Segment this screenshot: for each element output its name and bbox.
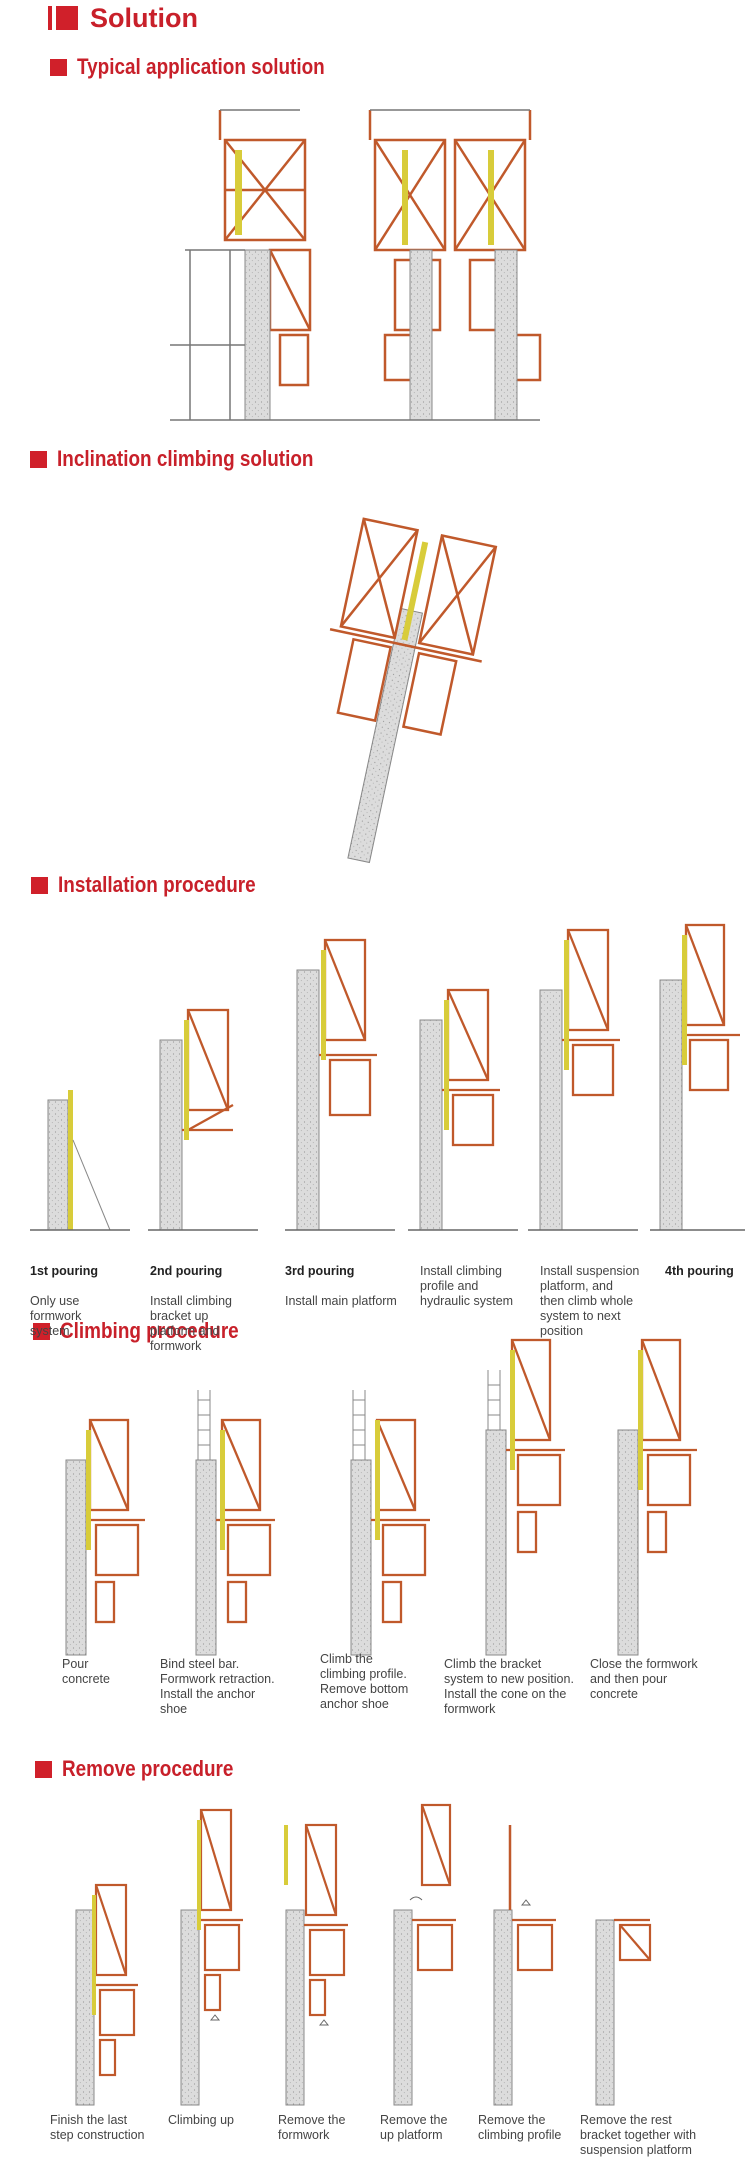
- installation-step-2-caption: 2nd pouring Install climbing bracket up …: [150, 1249, 270, 1354]
- section-title: Remove procedure: [62, 1756, 234, 1781]
- installation-step-5-caption: Install suspension platform, and then cl…: [540, 1249, 655, 1339]
- remove-step-6-figure: [595, 1918, 652, 2106]
- installation-step-4-figure: [408, 988, 518, 1231]
- step-desc: Install suspension platform, and then cl…: [540, 1264, 640, 1338]
- step-desc: Install climbing bracket up platform and…: [150, 1294, 232, 1353]
- installation-step-4-caption: Install climbing profile and hydraulic s…: [420, 1249, 530, 1309]
- installation-step-6-figure: [650, 923, 745, 1231]
- section-inclination: Inclination climbing solution: [30, 446, 355, 472]
- installation-step-2-figure: [148, 1008, 258, 1231]
- section-square-icon: [33, 1322, 50, 1340]
- section-title: Installation procedure: [58, 872, 256, 897]
- climbing-step-4-figure: [485, 1338, 565, 1656]
- installation-step-3-caption: 3rd pouring Install main platform: [285, 1249, 415, 1309]
- remove-step-2-caption: Climbing up: [168, 2113, 235, 2127]
- installation-step-1-caption: 1st pouring Only use formwork system: [30, 1249, 140, 1339]
- remove-step-2-figure: [180, 1808, 243, 2106]
- step-title: 1st pouring: [30, 1264, 99, 1278]
- installation-step-3-figure: [285, 938, 395, 1231]
- typical-application-figure: [170, 109, 542, 421]
- remove-step-1-caption: Finish the last step construction: [50, 2113, 145, 2142]
- step-title: 4th pouring: [665, 1264, 734, 1278]
- section-title: Climbing procedure: [60, 1318, 239, 1343]
- installation-step-6-caption: 4th pouring: [665, 1249, 745, 1279]
- section-square-icon: [30, 450, 47, 468]
- page-header: Solution: [48, 3, 198, 33]
- climbing-step-5-figure: [617, 1338, 697, 1656]
- inclination-climbing-figure: [329, 517, 498, 864]
- remove-step-3-figure: [284, 1823, 348, 2106]
- climbing-step-3-caption: Climb the climbing profile. Remove botto…: [320, 1652, 409, 1711]
- climbing-step-2-figure: [195, 1390, 275, 1656]
- page-title: Solution: [90, 2, 198, 33]
- section-square-icon: [31, 876, 48, 894]
- remove-step-3-caption: Remove the formwork: [278, 2113, 346, 2142]
- section-climbing: Climbing procedure: [33, 1318, 268, 1344]
- remove-step-1-figure: [75, 1883, 138, 2106]
- remove-step-4-figure: [393, 1803, 456, 2106]
- climbing-step-2-caption: Bind steel bar. Formwork retraction. Ins…: [160, 1657, 275, 1716]
- remove-step-4-caption: Remove the up platform: [380, 2113, 448, 2142]
- section-title: Typical application solution: [77, 54, 325, 79]
- climbing-step-4-caption: Climb the bracket system to new position…: [444, 1657, 574, 1716]
- step-desc: Install climbing profile and hydraulic s…: [420, 1264, 514, 1308]
- step-title: 3rd pouring: [285, 1264, 355, 1278]
- installation-step-5-figure: [528, 928, 638, 1231]
- remove-step-5-caption: Remove the climbing profile: [478, 2113, 562, 2142]
- section-title: Inclination climbing solution: [57, 446, 314, 471]
- step-title: 2nd pouring: [150, 1264, 223, 1278]
- section-square-icon: [35, 1760, 52, 1778]
- climbing-step-5-caption: Close the formwork and then pour concret…: [590, 1657, 698, 1701]
- section-square-icon: [50, 58, 67, 76]
- climbing-step-1-figure: [65, 1418, 145, 1656]
- section-installation: Installation procedure: [31, 872, 288, 898]
- section-remove: Remove procedure: [35, 1756, 261, 1782]
- step-desc: Only use formwork system: [30, 1294, 82, 1338]
- climbing-step-1-caption: Pour concrete: [62, 1657, 110, 1686]
- section-typical: Typical application solution: [50, 54, 365, 80]
- climbing-step-3-figure: [350, 1390, 430, 1656]
- remove-step-6-caption: Remove the rest bracket together with su…: [580, 2113, 697, 2157]
- step-desc: Install main platform: [285, 1294, 397, 1308]
- remove-step-5-figure: [493, 1825, 556, 2106]
- installation-step-1-figure: [30, 1090, 130, 1231]
- header-bars-icon: [48, 6, 78, 30]
